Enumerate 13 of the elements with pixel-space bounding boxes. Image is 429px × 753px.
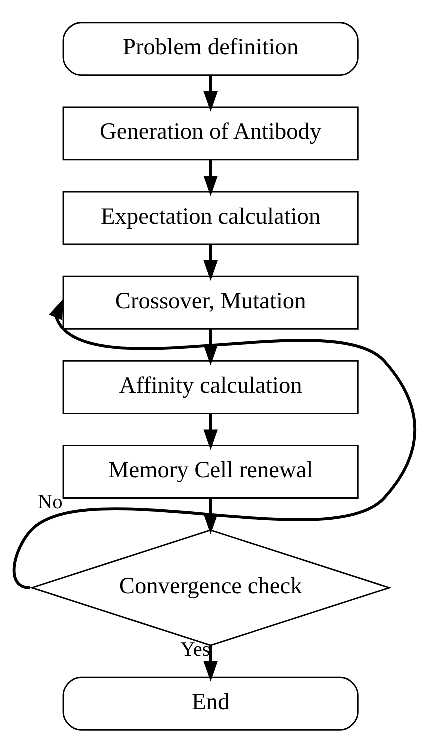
node-box: End <box>62 676 359 731</box>
arrow <box>204 414 218 450</box>
node-box: Generation of Antibody <box>62 106 359 161</box>
node-box: Affinity calculation <box>62 360 359 414</box>
arrow <box>204 244 218 282</box>
node-box: Crossover, Mutation <box>62 276 359 330</box>
node-box: Memory Cell renewal <box>62 445 359 499</box>
node-box: Problem definition <box>62 22 359 76</box>
edge-label: No <box>38 492 63 514</box>
arrow <box>204 646 218 682</box>
arrow <box>204 160 218 196</box>
node-box: Expectation calculation <box>62 191 359 246</box>
arrow <box>204 76 218 112</box>
